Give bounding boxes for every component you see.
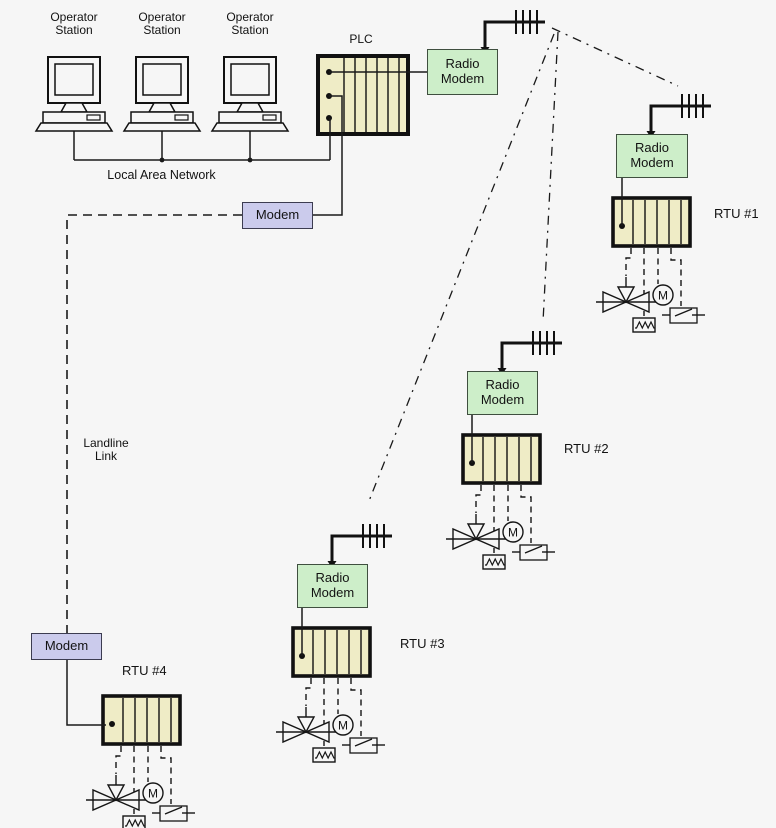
rtu2-antenna-icon [496, 329, 564, 377]
plc-to-modem [313, 95, 343, 216]
operator-station3-label: Operator Station [226, 10, 274, 38]
master-antenna-icon [479, 8, 547, 56]
modem-to-rtu4 [66, 660, 106, 726]
rtu1-antenna-icon [645, 92, 713, 140]
rtu4-rack [101, 694, 182, 746]
rtu3-label: RTU #3 [400, 636, 445, 651]
radio-link-rtu3 [368, 33, 555, 502]
operator-station3-icon [211, 56, 289, 132]
landline-link-label: Landline Link [83, 436, 129, 464]
rtu3-antenna-icon [326, 522, 394, 570]
rtu3-radio-modem: Radio Modem [297, 564, 368, 608]
landline-wire [66, 214, 242, 633]
rtu4-label: RTU #4 [122, 663, 167, 678]
rtu4-instruments [85, 745, 196, 828]
operator-station2-label: Operator Station [138, 10, 186, 38]
operator-station1-label: Operator Station [50, 10, 98, 38]
plc-rack [316, 54, 410, 136]
lan-label: Local Area Network [107, 168, 216, 182]
rtu1-label: RTU #1 [714, 206, 759, 221]
rtu3-rack [291, 626, 372, 678]
master-modem: Modem [242, 202, 313, 229]
network-wiring [66, 71, 623, 726]
rtu3-instruments [275, 677, 386, 763]
master-radio-modem: Radio Modem [427, 49, 498, 95]
rtu2-label: RTU #2 [564, 441, 609, 456]
rtu1-rack [611, 196, 692, 248]
rtu1-instruments [595, 247, 706, 333]
operator-station1-icon [35, 56, 113, 132]
rtu4-modem: Modem [31, 633, 102, 660]
radio-link-rtu1 [551, 27, 679, 87]
rtu2-rack [461, 433, 542, 485]
plc-label: PLC [349, 32, 373, 46]
rtu2-instruments [445, 484, 556, 570]
operator-station2-icon [123, 56, 201, 132]
radio-link-rtu2 [542, 31, 559, 323]
rtu1-radio-modem: Radio Modem [616, 134, 688, 178]
rtu2-radio-modem: Radio Modem [467, 371, 538, 415]
